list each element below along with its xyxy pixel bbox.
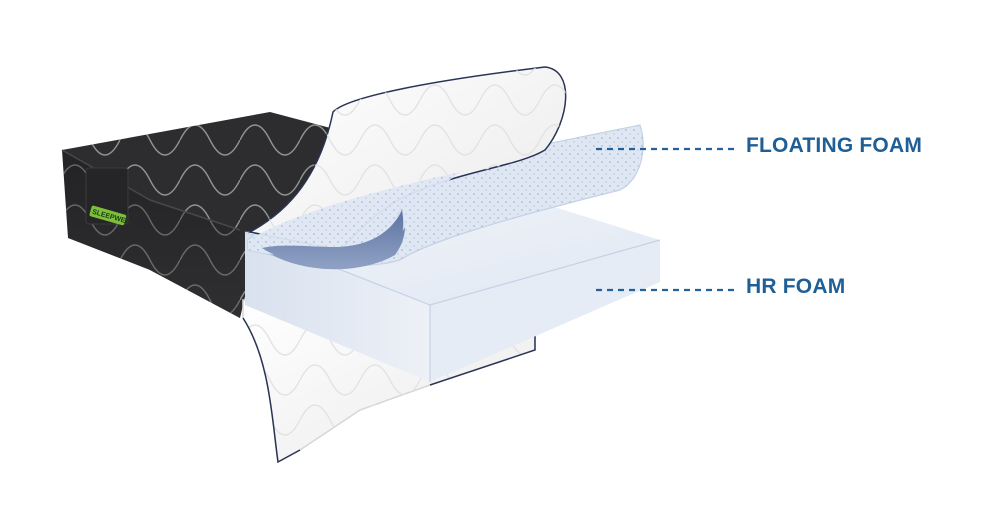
hr-foam-label: HR FOAM [746,275,846,298]
hr-foam-block [244,205,661,382]
brand-logo: SLEEPWELL [85,167,135,227]
floating-foam-label: FLOATING FOAM [746,134,923,157]
